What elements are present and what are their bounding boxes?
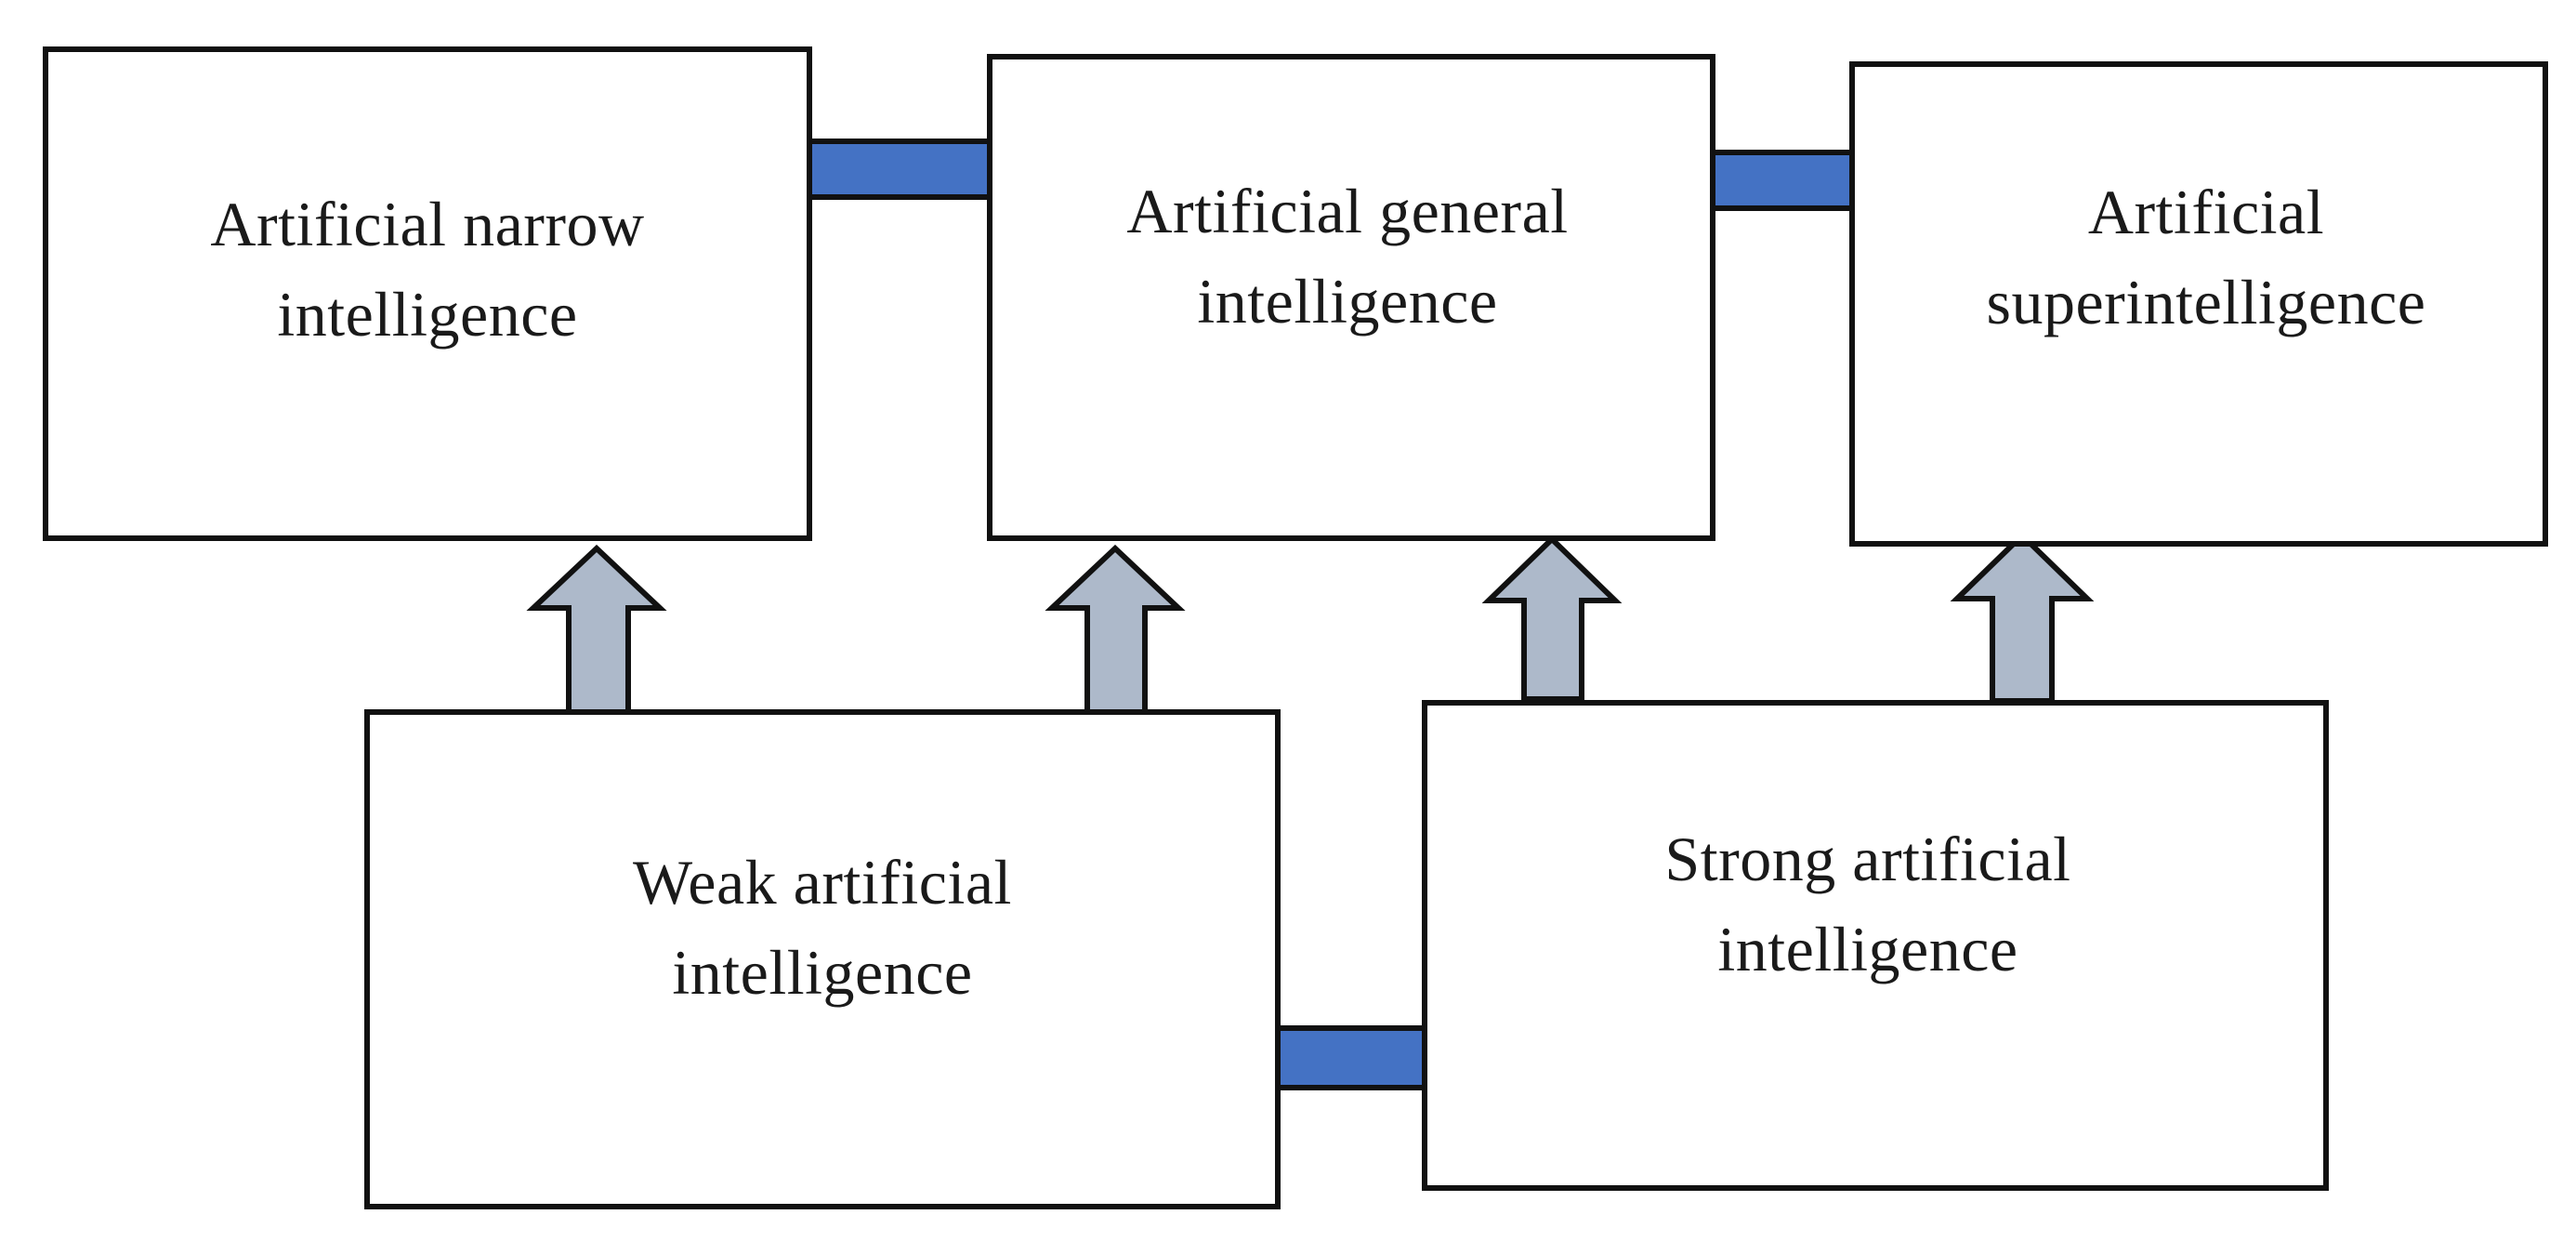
node-artificial-superintelligence: Artificial superintelligence <box>1849 61 2548 547</box>
node-label: Weak artificial intelligence <box>633 847 1012 1008</box>
arrow-weak-to-agi <box>1045 544 1186 715</box>
node-label: Strong artificial intelligence <box>1664 824 2071 984</box>
arrow-strong-to-asi <box>1950 531 2095 704</box>
node-weak-artificial-intelligence: Weak artificial intelligence <box>364 709 1281 1209</box>
node-artificial-general-intelligence: Artificial general intelligence <box>987 54 1715 541</box>
arrow-strong-to-agi <box>1481 535 1623 702</box>
node-label: Artificial general intelligence <box>1126 176 1569 337</box>
arrow-weak-to-ani <box>526 544 667 715</box>
node-strong-artificial-intelligence: Strong artificial intelligence <box>1422 700 2329 1191</box>
node-label: Artificial superintelligence <box>1986 177 2426 337</box>
node-artificial-narrow-intelligence: Artificial narrow intelligence <box>43 46 812 541</box>
node-label: Artificial narrow intelligence <box>210 189 645 350</box>
